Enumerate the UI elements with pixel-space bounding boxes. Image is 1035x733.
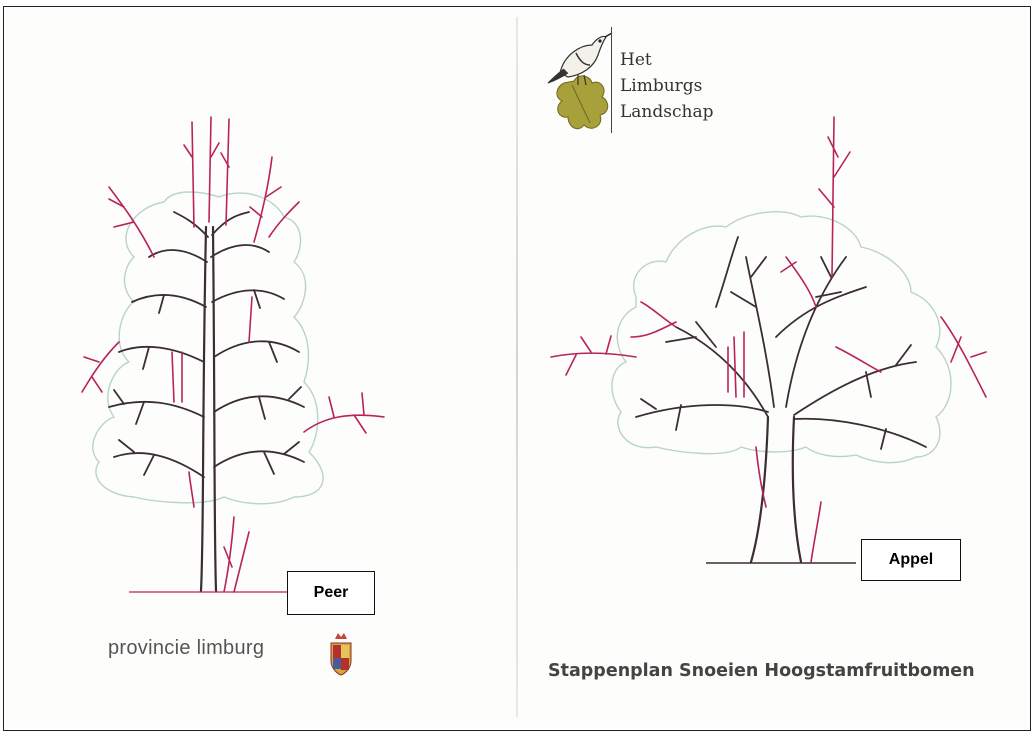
province-coat-of-arms-icon [326, 631, 356, 677]
province-footer-text: provincie limburg [108, 637, 264, 660]
right-page: Het Limburgs Landschap [516, 7, 1030, 730]
apple-pruned-shoots [551, 117, 986, 562]
pear-pruned-shoots [82, 117, 384, 592]
apple-trunk [751, 417, 801, 562]
pear-foliage-outline [93, 192, 323, 504]
document-title: Stappenplan Snoeien Hoogstamfruitbomen [548, 661, 975, 681]
pear-label: Peer [287, 571, 375, 615]
document-spread: Peer provincie limburg Het [3, 6, 1031, 731]
apple-label: Appel [861, 539, 961, 581]
apple-tree-drawing [516, 7, 1030, 627]
left-page: Peer provincie limburg [4, 7, 516, 730]
pear-trunk [201, 227, 216, 591]
apple-foliage-outline [612, 212, 951, 463]
pear-tree-drawing [4, 7, 516, 627]
apple-branches [636, 237, 926, 449]
